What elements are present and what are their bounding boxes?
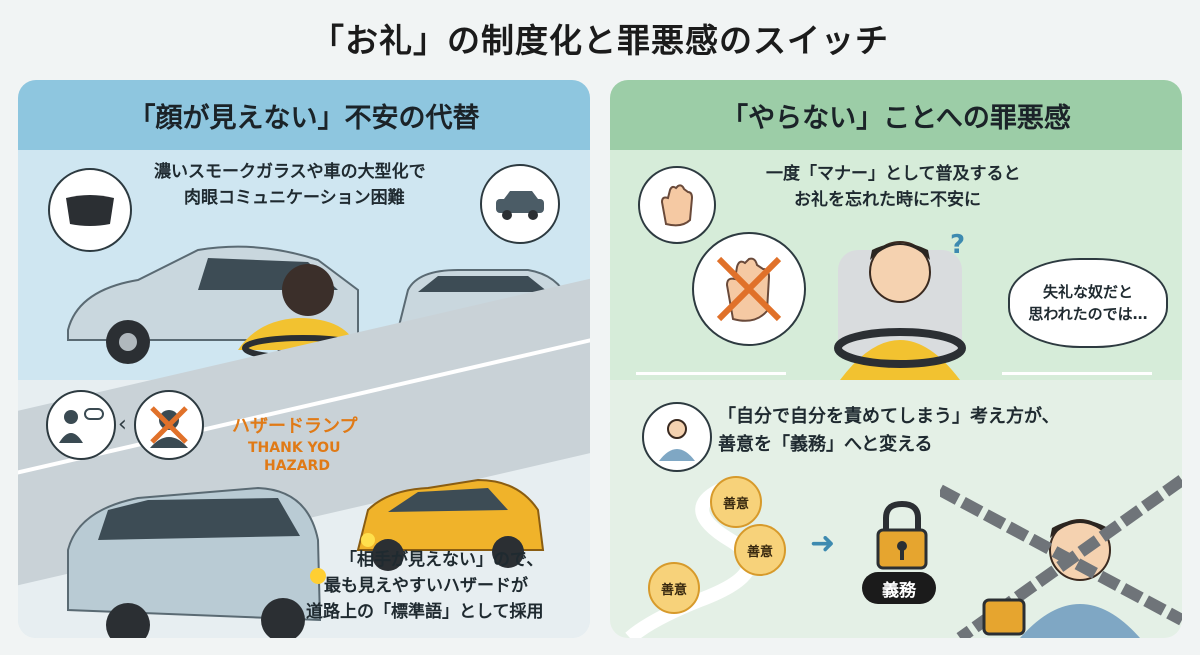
section-divider-right (1002, 372, 1152, 375)
question-mark-icon: ? (950, 230, 966, 260)
bottom-text-line1: 「相手が見えない」ので、 (340, 550, 544, 570)
self-blame-line1: 「自分で自分を責めてしまう」考え方が、 (718, 406, 1060, 427)
manner-text-line1: 一度「マナー」として普及すると (766, 164, 1021, 184)
left-panel: 「顔が見えない」不安の代替 濃いスモークガラスや車の大型化で 肉眼コミュニケーシ… (18, 80, 590, 638)
road-cars-illustration (67, 478, 545, 638)
thank-you-line1: THANK YOU (248, 440, 341, 456)
goodwill-tag: 善意 (648, 562, 700, 614)
talking-person-icon (46, 390, 116, 460)
right-panel-header: 「やらない」ことへの罪悪感 (610, 80, 1182, 150)
suv-icon (480, 164, 560, 244)
goodwill-tag: 善意 (734, 524, 786, 576)
bottom-text-line2: 最も見えやすいハザードが (324, 576, 528, 596)
crossed-face-icon (134, 390, 204, 460)
right-panel: 「やらない」ことへの罪悪感 一度「マナー」として普及すると お礼を忘れた時に不安… (610, 80, 1182, 638)
crossed-hand-icon (692, 232, 806, 346)
padlock-icon (876, 500, 928, 570)
smoke-text-line2: 肉眼コミュニケーション困難 (184, 188, 405, 208)
hazard-lamp-label: ハザードランプ (232, 416, 358, 437)
smoke-glass-icon (48, 168, 132, 252)
self-blame-person-icon (642, 402, 712, 472)
chained-person-illustration (940, 475, 1182, 638)
thought-line1: 失礼な奴だと (1042, 283, 1133, 301)
chevron-left-icon: ‹ (118, 412, 127, 437)
self-blame-line2: 善意を「義務」へと変える (718, 434, 933, 455)
worried-driver-illustration (834, 241, 966, 380)
thought-line2: 思われたのでは… (1028, 305, 1148, 323)
waving-hand-icon (638, 166, 716, 244)
smoke-text-line1: 濃いスモークガラスや車の大型化で (154, 162, 426, 182)
left-panel-header: 「顔が見えない」不安の代替 (18, 80, 590, 150)
manner-text-line2: お礼を忘れた時に不安に (794, 190, 981, 210)
thought-bubble: 失礼な奴だと 思われたのでは… (1008, 258, 1168, 348)
bottom-text-line3: 道路上の「標準語」として採用 (306, 602, 544, 622)
infographic-title: 「お礼」の制度化と罪悪感のスイッチ (311, 21, 889, 60)
goodwill-tag: 善意 (710, 476, 762, 528)
right-arrow-icon: ➜ (810, 526, 836, 561)
section-divider-left (636, 372, 786, 375)
duty-label: 義務 (862, 572, 936, 604)
thank-you-line2: HAZARD (264, 458, 330, 474)
